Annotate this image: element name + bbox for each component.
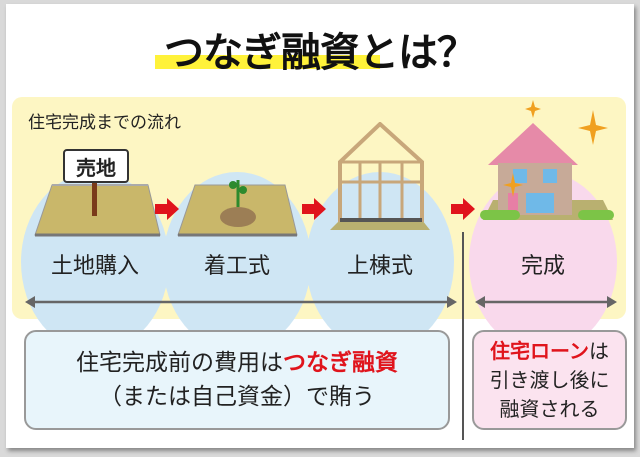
- page-title: つなぎ融資とは？: [0, 20, 640, 78]
- sign-text: 売地: [76, 156, 116, 180]
- land-lot-illustration: [34, 184, 161, 237]
- arrow-right-icon: [155, 198, 179, 220]
- title-highlight-text: つなぎ融資: [164, 30, 360, 76]
- note-line1: 住宅完成前の費用はつなぎ融資: [26, 346, 448, 380]
- note-text: 住宅完成前の費用は: [76, 350, 283, 376]
- arrow-right-icon: [451, 198, 475, 220]
- mortgage-emphasis: 住宅ローン: [490, 339, 589, 363]
- arrow-right-icon: [302, 198, 326, 220]
- title-rest: とは？: [359, 30, 477, 76]
- groundbreaking-illustration: [177, 180, 298, 237]
- house-frame-illustration: [330, 122, 430, 230]
- period-arrows: [25, 296, 617, 308]
- step-label: 上棟式: [346, 254, 413, 279]
- completed-house-illustration: [480, 100, 614, 220]
- divider-line: [462, 232, 464, 440]
- bridge-loan-note: 住宅完成前の費用はつなぎ融資 （または自己資金）で賄う: [24, 330, 450, 430]
- mortgage-text: は: [589, 339, 609, 363]
- title-highlight: [155, 55, 380, 69]
- note-emphasis: つなぎ融資: [283, 350, 398, 376]
- note-line2: （または自己資金）で賄う: [99, 384, 375, 410]
- mortgage-line3: 融資される: [499, 397, 600, 421]
- mortgage-line1: 住宅ローンは: [474, 337, 625, 366]
- flow-heading: 住宅完成までの流れ: [28, 113, 181, 133]
- step-label: 土地購入: [50, 254, 139, 279]
- step-label: 着工式: [203, 254, 270, 279]
- mortgage-line2: 引き渡し後に: [489, 368, 610, 392]
- step-label: 完成: [520, 254, 565, 279]
- mortgage-note: 住宅ローンは 引き渡し後に 融資される: [472, 330, 627, 430]
- for-sale-sign-icon: [63, 149, 129, 216]
